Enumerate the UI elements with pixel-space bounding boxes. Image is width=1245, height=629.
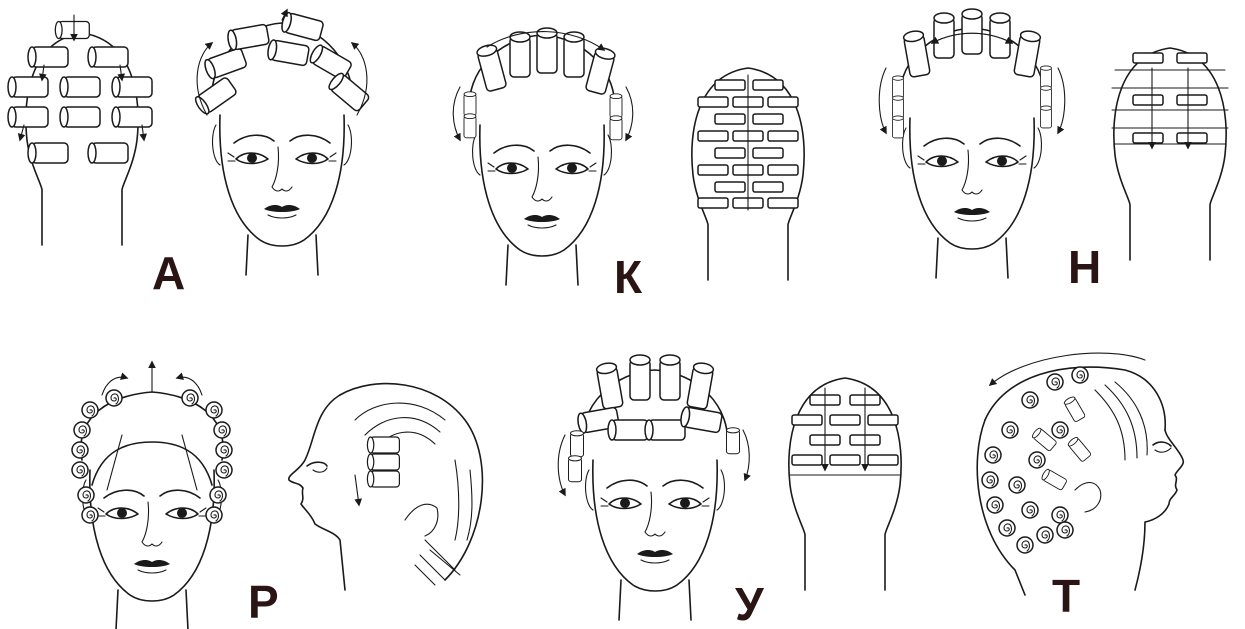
scheme-t-profile-view bbox=[977, 353, 1183, 595]
scheme-n-back-view bbox=[1112, 48, 1228, 260]
scheme-r-front-view bbox=[72, 362, 232, 629]
scheme-u-back-view bbox=[789, 378, 901, 590]
scheme-r-profile-view bbox=[289, 384, 483, 590]
label-a: А bbox=[152, 247, 185, 299]
scheme-k-front-view bbox=[453, 28, 633, 285]
scheme-a-back-view bbox=[8, 15, 152, 245]
label-t: Т bbox=[1052, 570, 1080, 622]
label-k: К bbox=[614, 251, 643, 303]
label-r: Р bbox=[248, 576, 279, 628]
label-n: Н bbox=[1068, 241, 1101, 293]
scheme-a-front-view bbox=[193, 10, 370, 275]
scheme-k-back-view bbox=[692, 68, 804, 280]
label-u: У bbox=[735, 578, 765, 629]
scheme-u-front-view bbox=[558, 355, 749, 620]
scheme-n-front-view bbox=[879, 9, 1065, 278]
